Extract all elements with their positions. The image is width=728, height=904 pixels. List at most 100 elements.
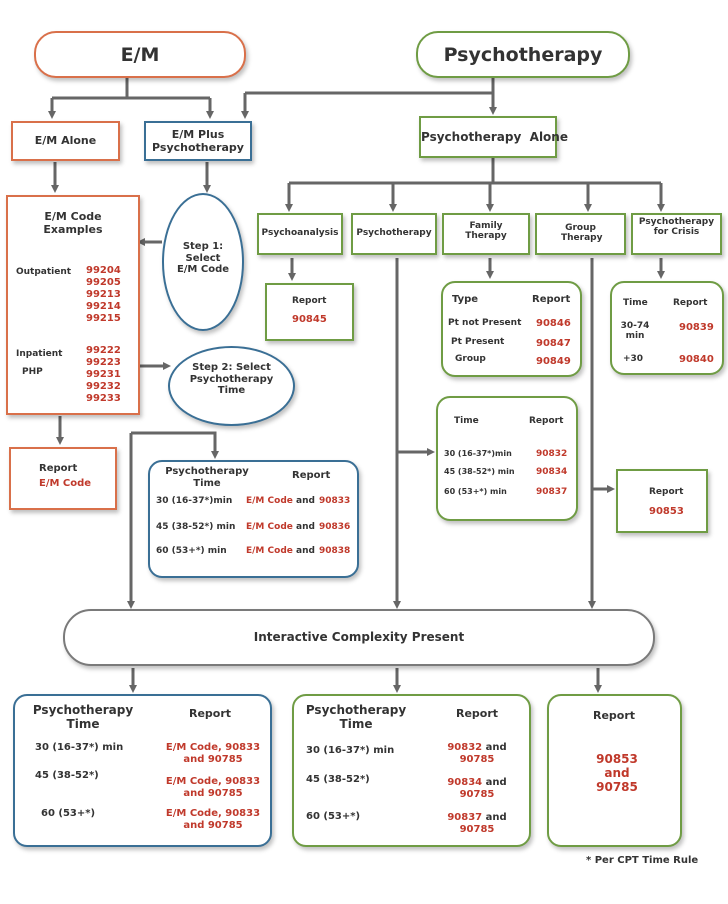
- step2-label: Step 2: Select Psychotherapy Time: [189, 362, 274, 396]
- inpatient-label: Inpatient: [16, 349, 63, 359]
- family-head-report: Report: [532, 294, 571, 305]
- inpatient-code: 99223: [86, 357, 121, 368]
- outpatient-code: 99215: [86, 313, 121, 324]
- ic-psy-head-time: Psychotherapy Time: [305, 703, 407, 731]
- family-head-type: Type: [452, 294, 479, 305]
- em-report-box: Report E/M Code: [9, 447, 117, 510]
- ic-em-head-time: Psychotherapy Time: [32, 703, 134, 731]
- plus-table-code: 90833: [319, 496, 351, 506]
- crisis-row-time: 30-74 min: [620, 321, 650, 342]
- ic-psy-time: 60 (53+*): [306, 811, 361, 822]
- inpatient-code: 99232: [86, 381, 121, 392]
- group-report-label: Report: [649, 487, 684, 497]
- category-psychoanalysis: Psychoanalysis: [257, 213, 343, 255]
- inpatient-code: 99233: [86, 393, 121, 404]
- category-label: Psychotherapy: [356, 228, 432, 238]
- interactive-complexity-box: Interactive Complexity Present: [63, 609, 655, 666]
- plus-table-and: and: [296, 546, 315, 556]
- step1-oval: Step 1: Select E/M Code: [162, 193, 244, 331]
- em-examples-title: E/M Code Examples: [43, 210, 103, 236]
- category-label: Group Therapy: [561, 223, 603, 244]
- category-label: Psychotherapy for Crisis: [638, 217, 715, 238]
- outpatient-code: 99204: [86, 265, 121, 276]
- inpatient-code: 99231: [86, 369, 121, 380]
- plus-table-code: 90838: [319, 546, 351, 556]
- plus-table-time: 60 (53+*) min: [156, 546, 227, 556]
- ic-em-table: Psychotherapy Time Report 30 (16-37*) mi…: [13, 694, 272, 847]
- psy-table-head-report: Report: [529, 416, 564, 426]
- psychoanalysis-report-box: Report 90845: [265, 283, 354, 341]
- plus-table-code: 90836: [319, 522, 351, 532]
- php-label: PHP: [22, 367, 43, 377]
- family-row-code: 90849: [536, 356, 571, 367]
- outpatient-code: 99205: [86, 277, 121, 288]
- em-report-value: E/M Code: [39, 478, 92, 489]
- ic-em-report: E/M Code, 90833 and 90785: [165, 776, 261, 799]
- ic-group-codes: 90853 and 90785: [596, 752, 638, 794]
- em-plus-box: E/M Plus Psychotherapy: [144, 121, 252, 161]
- ic-em-report: E/M Code, 90833 and 90785: [165, 808, 261, 831]
- ic-em-head-report: Report: [189, 707, 232, 720]
- step2-oval: Step 2: Select Psychotherapy Time: [168, 346, 295, 426]
- family-row-type: Pt not Present: [448, 318, 522, 328]
- inpatient-code: 99222: [86, 345, 121, 356]
- category-label: Family Therapy: [465, 221, 507, 242]
- ic-psy-table: Psychotherapy Time Report 30 (16-37*) mi…: [292, 694, 531, 847]
- ic-psy-head-report: Report: [456, 707, 499, 720]
- ic-group-head-report: Report: [593, 709, 636, 722]
- family-report-table: Type Report Pt not Present 90846 Pt Pres…: [441, 281, 582, 377]
- psychotherapy-report-table: Time Report 30 (16-37*)min 90832 45 (38-…: [436, 396, 578, 521]
- outpatient-code: 99214: [86, 301, 121, 312]
- family-row-code: 90846: [536, 318, 571, 329]
- outpatient-label: Outpatient: [16, 267, 72, 277]
- ic-em-time: 60 (53+*): [41, 808, 96, 819]
- em-plus-label: E/M Plus Psychotherapy: [152, 128, 244, 154]
- em-plus-table: Psychotherapy Time Report 30 (16-37*)min…: [148, 460, 359, 578]
- ic-psy-time: 30 (16-37*) min: [306, 745, 395, 756]
- psychoanalysis-report-code: 90845: [292, 314, 327, 325]
- interactive-complexity-title: Interactive Complexity Present: [253, 630, 465, 644]
- crisis-head-time: Time: [623, 298, 648, 308]
- plus-table-em: E/M Code: [246, 496, 293, 506]
- psychotherapy-alone-box: Psychotherapy Alone: [419, 116, 568, 158]
- plus-table-and: and: [296, 496, 315, 506]
- ic-em-report: E/M Code, 90833 and 90785: [165, 742, 261, 765]
- ic-em-time: 30 (16-37*) min: [35, 742, 124, 753]
- category-group-therapy: Group Therapy: [535, 213, 626, 255]
- crisis-row-code: 90839: [679, 322, 714, 333]
- ic-psy-report: 90834 and 90785: [447, 777, 507, 800]
- em-alone-label: E/M Alone: [34, 134, 97, 147]
- psy-table-code: 90837: [536, 487, 568, 497]
- category-label: Psychoanalysis: [261, 228, 339, 238]
- family-row-type: Group: [455, 354, 486, 364]
- plus-table-head-report: Report: [292, 470, 331, 481]
- group-report-code: 90853: [649, 506, 684, 517]
- plus-table-time: 45 (38-52*) min: [156, 522, 236, 532]
- em-header-title: E/M: [120, 44, 160, 66]
- category-crisis: Psychotherapy for Crisis: [631, 213, 722, 255]
- family-row-type: Pt Present: [451, 337, 505, 347]
- crisis-report-table: Time Report 30-74 min 90839 +30 90840: [610, 281, 724, 375]
- psy-split-line: [245, 78, 495, 95]
- psychotherapy-header: Psychotherapy: [416, 31, 630, 78]
- plus-table-em: E/M Code: [246, 522, 293, 532]
- arrow-plus-table: [131, 431, 219, 459]
- ic-group-box: Report 90853 and 90785: [547, 694, 682, 847]
- ic-em-time: 45 (38-52*): [35, 770, 99, 781]
- psy-branch-line: [289, 158, 661, 185]
- family-row-code: 90847: [536, 338, 571, 349]
- psy-table-code: 90832: [536, 449, 568, 459]
- psy-table-time: 45 (38-52*) min: [444, 467, 515, 476]
- plus-table-em: E/M Code: [246, 546, 293, 556]
- crisis-row-code: 90840: [679, 354, 714, 365]
- em-header: E/M: [34, 31, 246, 78]
- plus-table-time: 30 (16-37*)min: [156, 496, 233, 506]
- footnote: * Per CPT Time Rule: [586, 855, 699, 866]
- outpatient-code: 99213: [86, 289, 121, 300]
- plus-table-and: and: [296, 522, 315, 532]
- category-family-therapy: Family Therapy: [442, 213, 530, 255]
- psychoanalysis-report-label: Report: [292, 296, 327, 306]
- psychotherapy-header-title: Psychotherapy: [443, 44, 603, 66]
- em-alone-box: E/M Alone: [11, 121, 120, 161]
